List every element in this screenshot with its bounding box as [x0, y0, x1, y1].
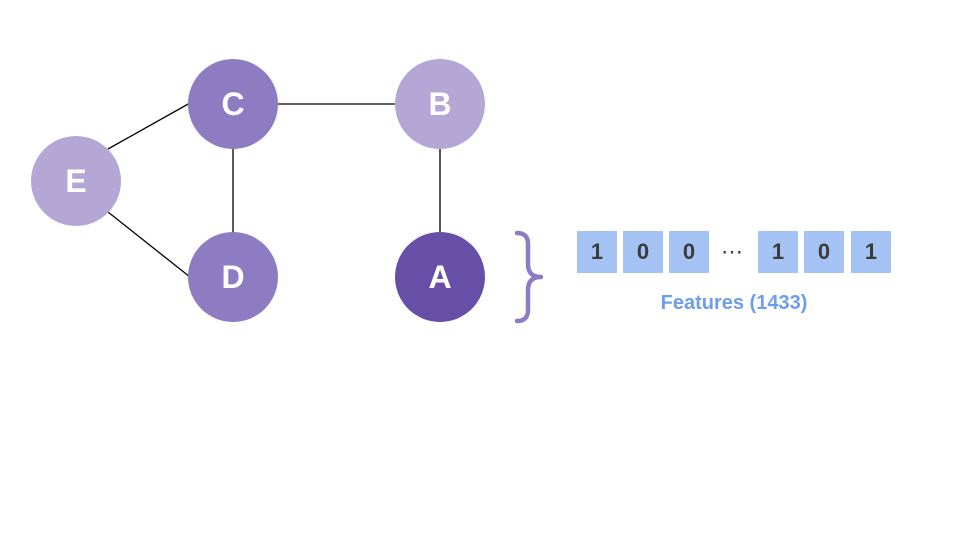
- node-b-label: B: [428, 85, 452, 122]
- edge-e-d: [107, 211, 191, 278]
- node-c-label: C: [221, 85, 245, 122]
- features-label: Features (1433): [660, 292, 808, 314]
- curly-brace: [514, 230, 544, 324]
- node-d-label: D: [221, 258, 245, 295]
- feature-cell-5: 0: [804, 231, 844, 273]
- feature-ellipsis: ⋯: [721, 239, 743, 264]
- feature-cell-3: 0: [669, 231, 709, 273]
- node-d[interactable]: D: [188, 232, 278, 322]
- curly-brace-path: [514, 230, 544, 324]
- node-a-label: A: [428, 258, 452, 295]
- feature-cell-6: 1: [851, 231, 891, 273]
- feature-cell-1: 1: [577, 231, 617, 273]
- node-c[interactable]: C: [188, 59, 278, 149]
- node-e[interactable]: E: [31, 136, 121, 226]
- node-a[interactable]: A: [395, 232, 485, 322]
- node-e-label: E: [65, 162, 87, 199]
- edge-c-e: [107, 102, 191, 150]
- node-b[interactable]: B: [395, 59, 485, 149]
- feature-cell-4: 1: [758, 231, 798, 273]
- feature-cell-2: 0: [623, 231, 663, 273]
